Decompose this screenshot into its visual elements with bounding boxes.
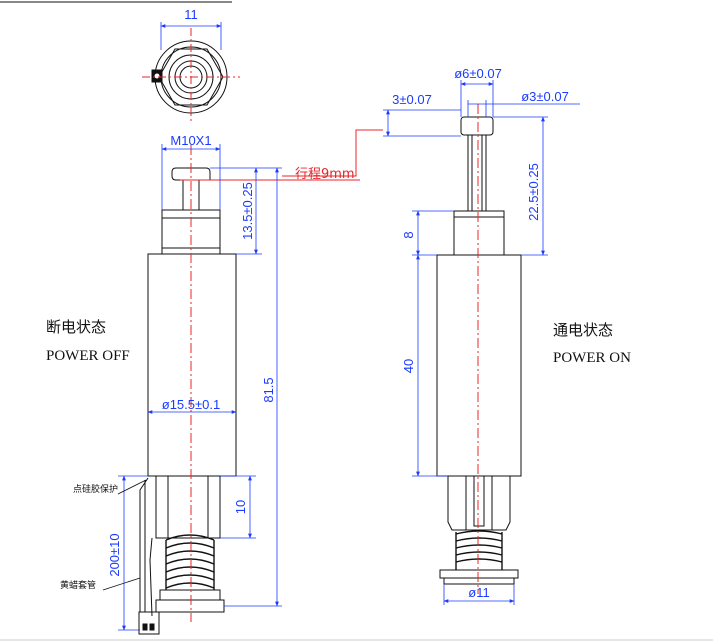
dim-tail [220,475,256,539]
dim-shaft-on-label: 22.5±0.25 [526,163,541,221]
dim-thread [161,144,221,210]
dim-body-length [412,254,448,477]
dim-nut-height [412,210,454,256]
dim-spring-dia-label: ø11 [468,585,489,600]
dim-shaft-on [493,116,548,256]
dim-lead [118,475,148,631]
dim-shaft-dia-label: ø3±0.07 [521,89,569,104]
dim-tail-label: 10 [233,500,248,514]
dim-head-height [383,109,461,137]
dim-thread-label: M10X1 [170,133,211,148]
dim-total-length [224,167,282,607]
sleeve-note: 黄蜡套管 [60,579,96,591]
dim-head-dia [460,80,494,117]
dim-nut-height-label: 8 [401,231,416,238]
dim-total-length-label: 81.5 [261,377,276,402]
right-spring [455,530,503,570]
dim-body-length-label: 40 [401,359,416,373]
power-off-en: POWER OFF [46,348,130,364]
dim-head-height-label: 3±0.07 [392,92,432,107]
dim-shaft-off-label: 13.5±0.25 [240,182,255,240]
power-off-cn: 断电状态 [46,318,106,336]
left-spring [165,534,215,590]
power-on-cn: 通电状态 [553,321,613,339]
silicone-leader [117,479,147,495]
dim-body-dia-label: ø15.5±0.1 [162,397,220,412]
silicone-note: 点硅胶保护 [73,483,118,495]
dim-shaft-off [210,167,262,255]
power-on-en: POWER ON [553,350,631,366]
dim-shaft-dia [467,100,580,117]
dim-top-width [160,22,222,50]
dim-head-dia-label: ø6±0.07 [454,66,502,81]
dim-lead-label: 200±10 [107,533,122,576]
dim-spring-dia [443,584,515,605]
left-lead-wires [138,477,160,635]
left-solenoid [147,167,237,617]
stroke-connector [282,129,383,177]
right-solenoid [436,116,522,585]
stroke-label: 行程9mm [295,167,355,182]
dim-top-width-label: 11 [184,7,198,22]
sleeve-leader [102,577,141,591]
